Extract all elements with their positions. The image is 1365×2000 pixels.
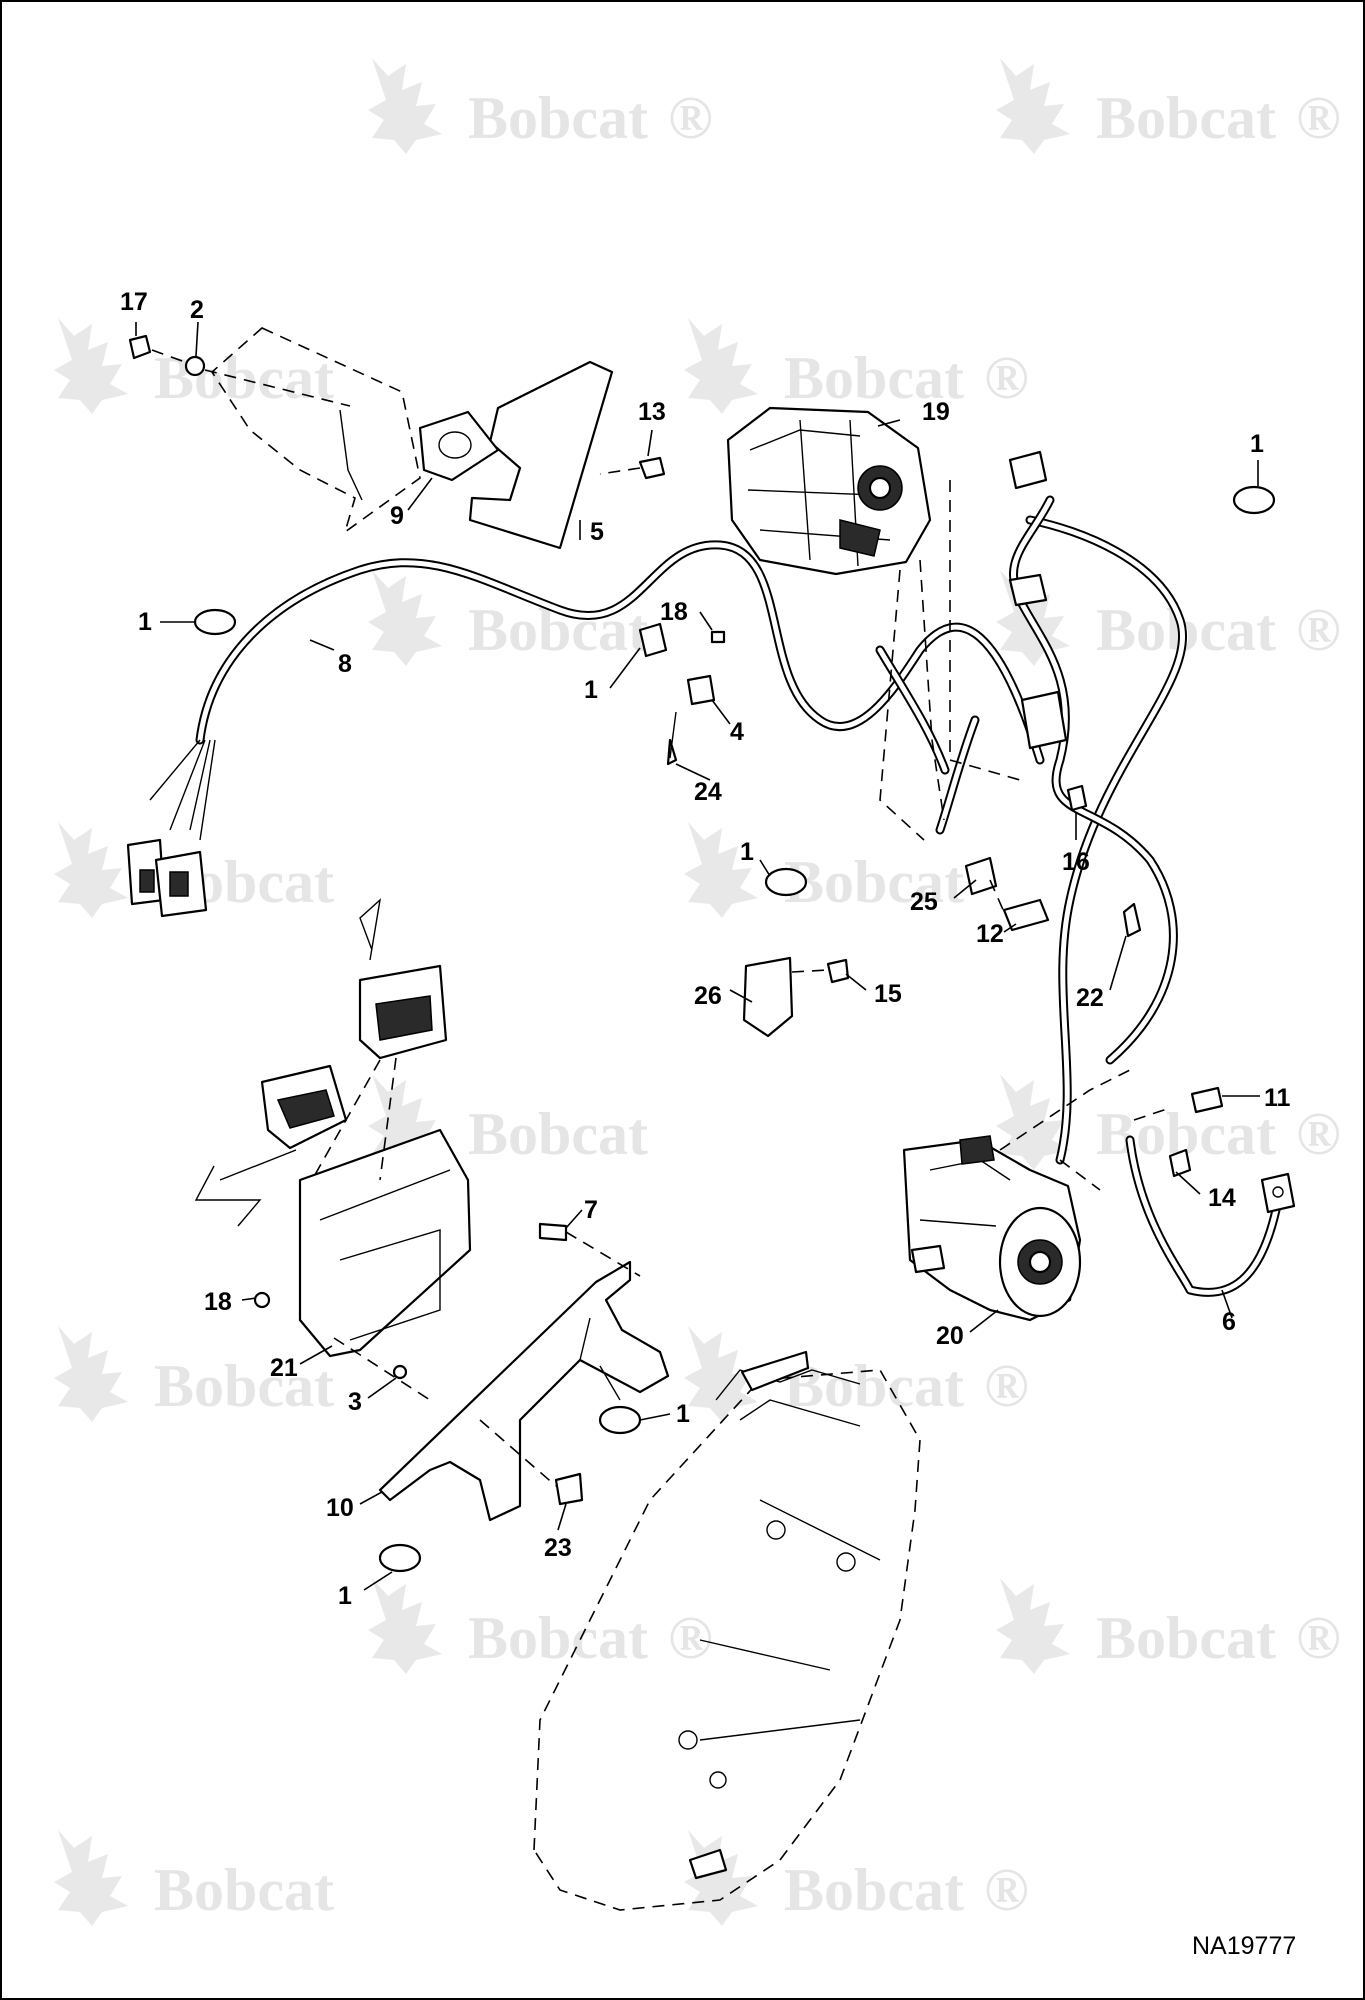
- callout-10: 10: [326, 1494, 354, 1522]
- callout-4: 4: [730, 718, 744, 746]
- callout-20: 20: [936, 1322, 964, 1350]
- watermark-reg: ®: [668, 1605, 713, 1671]
- chassis-frame: [533, 1350, 921, 1911]
- drawing-code: NA19777: [1192, 1932, 1296, 1960]
- callout-25: 25: [910, 888, 938, 916]
- shield-bracket-assembly: [128, 327, 666, 550]
- callout-13: 13: [638, 398, 666, 426]
- watermark-reg: ®: [1296, 1605, 1341, 1671]
- watermark-text: Bobcat: [468, 1605, 648, 1671]
- nut-17: [128, 334, 152, 360]
- watermark-reg: ®: [984, 1857, 1029, 1923]
- callout-18: 18: [660, 598, 688, 626]
- callout-5: 5: [590, 518, 604, 546]
- watermark-text: Bobcat: [468, 1101, 648, 1167]
- alternator: [726, 406, 932, 576]
- callout-labels: 17 2 13 19 1 9 5 1 8 18 1 4 24 16 1 25 1…: [120, 288, 1291, 1610]
- watermark-layer: Bobcat ® Bobcat ® Bobcat Bobcat ® Bobcat Bo…: [54, 58, 1341, 1926]
- watermark-reg: ®: [1296, 1101, 1341, 1167]
- callout-15: 15: [874, 980, 902, 1008]
- callout-1: 1: [676, 1400, 690, 1428]
- callout-14: 14: [1208, 1184, 1236, 1212]
- watermark-text: Bobcat: [1096, 1605, 1276, 1671]
- watermark-reg: ®: [984, 345, 1029, 411]
- callout-16: 16: [1062, 848, 1090, 876]
- callout-19: 19: [922, 398, 950, 426]
- watermark-text: Bobcat: [784, 345, 964, 411]
- small-hardware: [666, 630, 1142, 1038]
- callout-23: 23: [544, 1534, 572, 1562]
- clamp-parts: [193, 485, 1276, 1573]
- watermark-reg: ®: [1296, 85, 1341, 151]
- callout-1: 1: [338, 1582, 352, 1610]
- callout-21: 21: [270, 1354, 298, 1382]
- watermark-reg: ®: [1296, 597, 1341, 663]
- watermark-reg: ®: [668, 85, 713, 151]
- starter-motor: [902, 1135, 1082, 1322]
- callout-26: 26: [694, 982, 722, 1010]
- battery-cable-6: [1059, 1086, 1296, 1297]
- watermark-text: Bobcat: [1096, 85, 1276, 151]
- watermark-reg: ®: [984, 1353, 1029, 1419]
- callout-11: 11: [1264, 1084, 1291, 1112]
- bolt-13: [638, 456, 666, 480]
- callout-17: 17: [120, 288, 148, 316]
- leader-lines: [135, 321, 1260, 1591]
- watermark-text: Bobcat: [154, 1353, 334, 1419]
- callout-1: 1: [740, 838, 754, 866]
- watermark-text: Bobcat: [154, 1857, 334, 1923]
- callout-1: 1: [1250, 430, 1264, 458]
- callout-9: 9: [390, 502, 404, 530]
- watermark-text: Bobcat: [468, 85, 648, 151]
- watermark-text: Bobcat: [154, 345, 334, 411]
- washer-2: [184, 355, 206, 377]
- callout-22: 22: [1076, 984, 1104, 1012]
- callout-1: 1: [138, 608, 152, 636]
- callout-24: 24: [694, 778, 722, 806]
- watermark-text: Bobcat: [784, 1353, 964, 1419]
- callout-12: 12: [976, 920, 1004, 948]
- callout-1: 1: [584, 676, 598, 704]
- mounting-plate: [468, 360, 614, 550]
- ecu-bracket: [333, 1222, 670, 1522]
- callout-18: 18: [204, 1288, 232, 1316]
- alignment-lines: [879, 480, 1131, 1151]
- callout-6: 6: [1222, 1308, 1236, 1336]
- ecu-module: [194, 898, 472, 1380]
- watermark-text: Bobcat: [784, 1857, 964, 1923]
- watermark-text: Bobcat: [784, 849, 964, 915]
- wiring-harness-8: [126, 450, 1188, 1165]
- callout-8: 8: [338, 650, 352, 678]
- callout-3: 3: [348, 1388, 362, 1416]
- callout-2: 2: [190, 296, 204, 324]
- grommet: [418, 410, 500, 482]
- callout-7: 7: [584, 1196, 598, 1224]
